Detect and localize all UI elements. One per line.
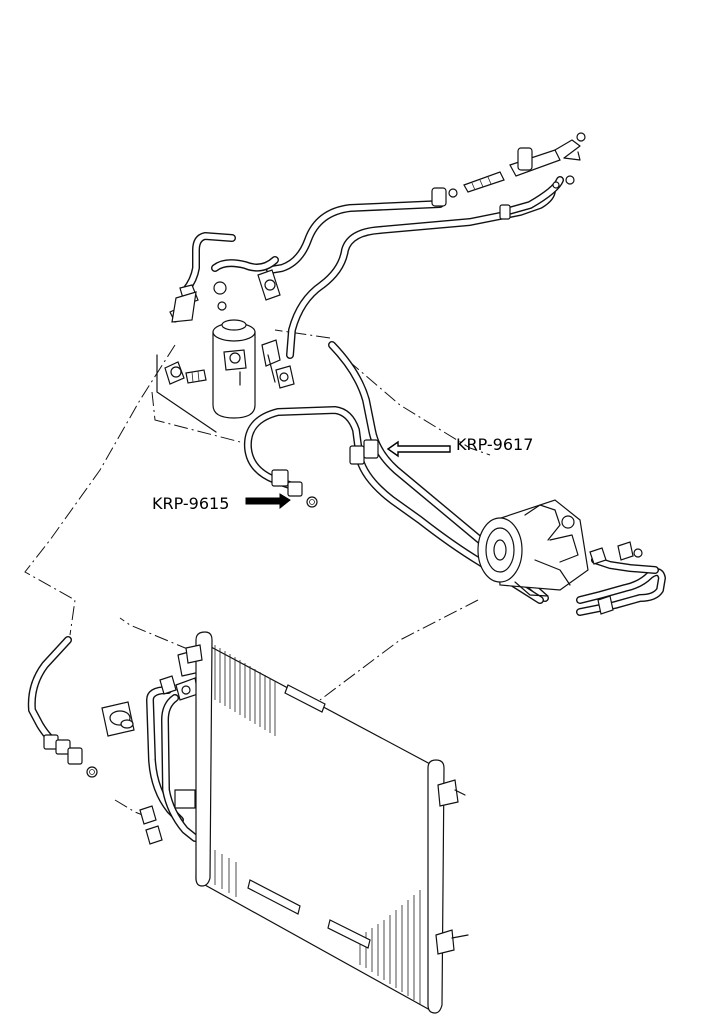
hex-nut-fitting xyxy=(431,187,447,207)
condenser-lines xyxy=(139,649,201,845)
hose-assembly xyxy=(243,341,549,604)
condenser-fins-top xyxy=(214,645,276,736)
lower-left-hose xyxy=(27,636,135,778)
upper-tube-line xyxy=(182,132,586,359)
condenser xyxy=(185,631,469,1014)
callout-arrow-icon xyxy=(386,440,451,458)
callout-label-krp-9617: KRP-9617 xyxy=(456,435,533,454)
receiver-drier xyxy=(156,269,295,433)
callout-label-krp-9615: KRP-9615 xyxy=(152,494,229,513)
o-ring xyxy=(306,496,318,508)
o-ring xyxy=(86,766,98,778)
o-ring xyxy=(576,132,586,142)
callout-krp-9615: KRP-9615 xyxy=(152,493,291,513)
hose-fitting xyxy=(349,445,365,465)
condenser-fins-lower-left xyxy=(214,850,237,897)
callout-krp-9617: KRP-9617 xyxy=(386,435,533,458)
compressor xyxy=(477,499,666,616)
threaded-fitting xyxy=(463,171,505,193)
callout-arrow-icon xyxy=(245,493,291,510)
